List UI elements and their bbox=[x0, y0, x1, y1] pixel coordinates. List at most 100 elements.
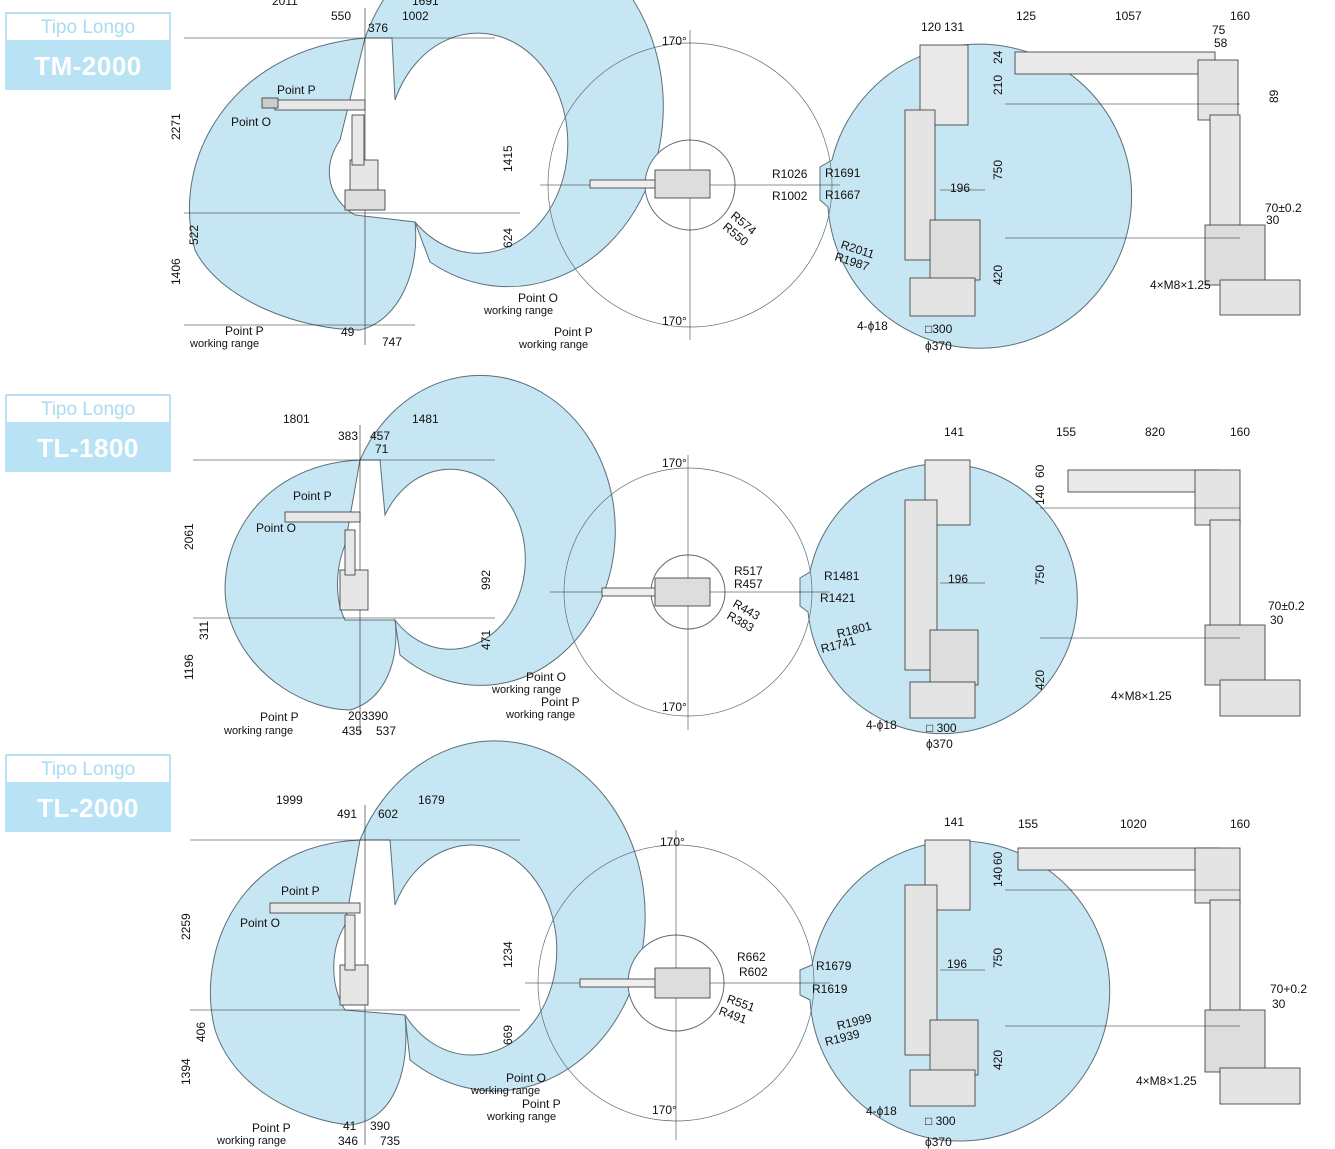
robot-top-icon bbox=[589, 169, 711, 199]
dim-front-sq: □ 300 bbox=[925, 1114, 956, 1128]
label-p-range-1: Point P bbox=[522, 1097, 561, 1111]
r1: R517 bbox=[734, 564, 763, 578]
profile-view: 155 820 160 140 60 750 420 70±0.2 30 4×M… bbox=[1033, 425, 1305, 717]
dim-b-c: 435 bbox=[342, 724, 362, 738]
side-working-range: 1999 1679 491 602 2259 1394 406 1234 669… bbox=[179, 740, 646, 1148]
robot-top-icon bbox=[579, 967, 711, 999]
r2: R1002 bbox=[772, 189, 808, 203]
dim-w-right: 1691 bbox=[412, 0, 439, 8]
model-name: TL-1800 bbox=[5, 424, 171, 472]
model-name: TM-2000 bbox=[5, 42, 171, 90]
robot-side-icon bbox=[261, 97, 386, 211]
dim-b: 457 bbox=[370, 429, 390, 443]
dim-v3: 750 bbox=[991, 160, 1005, 180]
dim-t4: 75 bbox=[1212, 23, 1226, 37]
dim-v4: 420 bbox=[991, 1050, 1005, 1070]
angle-bot: 170° bbox=[652, 1103, 677, 1117]
tipo-label: Tipo Longo bbox=[5, 754, 171, 784]
dim-v6: 70+0.2 bbox=[1270, 982, 1307, 996]
profile-view: 155 1020 160 140 60 750 420 70+0.2 30 4×… bbox=[991, 817, 1307, 1105]
dim-v3: 750 bbox=[991, 948, 1005, 968]
dim-front-dia: ϕ370 bbox=[925, 1135, 952, 1149]
label-p-range-2: working range bbox=[223, 725, 293, 737]
label-p-range-2: working range bbox=[486, 1111, 556, 1123]
dim-v6: 70±0.2 bbox=[1265, 201, 1302, 215]
dim-front-196: 196 bbox=[948, 572, 968, 586]
dim-b-a: 49 bbox=[341, 325, 355, 339]
dim-v2: 60 bbox=[991, 851, 1005, 865]
r2: R457 bbox=[734, 577, 763, 591]
dim-v5: 89 bbox=[1267, 89, 1281, 103]
robot-top-icon bbox=[601, 577, 711, 607]
model-tag-tl1800: Tipo Longo TL-1800 bbox=[5, 394, 171, 472]
dim-v1: 210 bbox=[991, 75, 1005, 95]
dim-v1: 140 bbox=[1033, 485, 1047, 505]
dim-b-a: 203 bbox=[348, 709, 368, 723]
dim-b-c: 346 bbox=[338, 1134, 358, 1148]
dim-w-left: 1999 bbox=[276, 793, 303, 807]
label-o-range-2: working range bbox=[470, 1085, 540, 1097]
label-o-range-1: Point O bbox=[506, 1071, 546, 1085]
dim-b-b: 390 bbox=[370, 1119, 390, 1133]
dim-v6: 70±0.2 bbox=[1268, 599, 1305, 613]
dim-front-a: 120 bbox=[921, 20, 941, 34]
label-p-range-1: Point P bbox=[260, 710, 299, 724]
label-point-p: Point P bbox=[281, 884, 320, 898]
robot-side-icon bbox=[269, 902, 369, 1006]
dim-h-bot: 1196 bbox=[182, 654, 196, 680]
dim-h-top: 2061 bbox=[182, 523, 196, 550]
dim-front-b: 141 bbox=[944, 425, 964, 439]
tipo-label: Tipo Longo bbox=[5, 394, 171, 424]
label-p-range-2: working range bbox=[216, 1135, 286, 1147]
label-point-p: Point P bbox=[277, 83, 316, 97]
profile-view: 125 1057 160 75 58 210 24 750 420 89 70±… bbox=[991, 9, 1302, 316]
dim-d1415: 1234 bbox=[501, 941, 515, 968]
dim-front-b: 131 bbox=[944, 20, 964, 34]
label-p-range-1: Point P bbox=[225, 324, 264, 338]
dim-v7: 30 bbox=[1270, 613, 1284, 627]
dim-t3: 160 bbox=[1230, 817, 1250, 831]
dim-front-196: 196 bbox=[947, 957, 967, 971]
dim-bolt: 4×M8×1.25 bbox=[1136, 1074, 1197, 1088]
model-tag-tl2000: Tipo Longo TL-2000 bbox=[5, 754, 171, 832]
dim-w-left: 2011 bbox=[272, 0, 298, 8]
dim-d1415: 1415 bbox=[501, 145, 515, 172]
front-view: 120 131 196 4-ϕ18 □300 ϕ370 bbox=[857, 20, 985, 353]
r4: R1667 bbox=[825, 188, 861, 202]
angle-bot: 170° bbox=[662, 700, 687, 714]
robot-side-icon bbox=[284, 511, 369, 611]
side-working-range: 1801 1481 383 457 71 2061 1196 311 992 4… bbox=[182, 374, 616, 738]
dim-a: 383 bbox=[338, 429, 358, 443]
dim-a: 491 bbox=[337, 807, 357, 821]
dim-front-dia: ϕ370 bbox=[926, 737, 953, 751]
dim-b-b: 747 bbox=[382, 335, 402, 349]
label-p-range-1: Point P bbox=[554, 325, 593, 339]
dim-t2: 1057 bbox=[1115, 9, 1142, 23]
label-point-o: Point O bbox=[231, 115, 271, 129]
dim-v1: 140 bbox=[991, 867, 1005, 887]
label-p-range-1: Point P bbox=[252, 1121, 291, 1135]
label-p-range-2: working range bbox=[189, 338, 259, 350]
dim-b-d: 537 bbox=[376, 724, 396, 738]
dim-d522: 406 bbox=[194, 1022, 208, 1042]
dim-front-holes: 4-ϕ18 bbox=[866, 718, 897, 732]
label-p-range-2: working range bbox=[518, 339, 588, 351]
dim-b: 602 bbox=[378, 807, 398, 821]
r3: R1679 bbox=[816, 959, 852, 973]
dim-c: 71 bbox=[375, 442, 389, 456]
dim-t1: 155 bbox=[1056, 425, 1076, 439]
dim-c: 376 bbox=[368, 21, 388, 35]
top-working-range: 170° 170° R662 R602 R1679 R1619 R551 R49… bbox=[470, 830, 1111, 1142]
dim-t5: 58 bbox=[1214, 36, 1228, 50]
dim-h-bot: 1406 bbox=[169, 258, 183, 285]
dim-v4: 420 bbox=[1033, 670, 1047, 690]
label-point-p: Point P bbox=[293, 489, 332, 503]
tipo-label: Tipo Longo bbox=[5, 12, 171, 42]
label-o-range-1: Point O bbox=[526, 670, 566, 684]
dim-h-top: 2259 bbox=[179, 913, 193, 940]
dim-b-b: 390 bbox=[368, 709, 388, 723]
r4: R1421 bbox=[820, 591, 856, 605]
dim-v4: 420 bbox=[991, 265, 1005, 285]
dim-w-right: 1679 bbox=[418, 793, 445, 807]
dim-h-top: 2271 bbox=[169, 113, 183, 140]
